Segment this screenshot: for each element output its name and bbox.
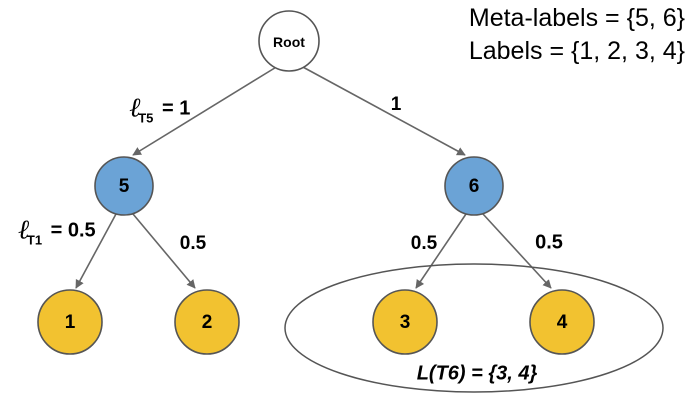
edge-root-to-6 xyxy=(300,65,466,156)
node-root[interactable] xyxy=(258,10,320,72)
legend-block: Meta-labels = {5, 6} Labels = {1, 2, 3, … xyxy=(469,2,685,68)
edge-6-to-3 xyxy=(415,213,467,289)
edge-label-6-to-4: 0.5 xyxy=(535,232,563,255)
node-2[interactable] xyxy=(174,289,240,355)
node-6[interactable] xyxy=(444,156,504,216)
edge-5-to-2 xyxy=(132,213,196,289)
edge-label-root-to-6: 1 xyxy=(391,94,402,116)
edge-value-6-to-4: 0.5 xyxy=(535,231,563,254)
node-1[interactable] xyxy=(37,289,103,355)
edge-value-6-to-3: 0.5 xyxy=(410,233,438,254)
node-3[interactable] xyxy=(372,289,438,355)
edge-value-root-to-5: 1 xyxy=(179,97,191,120)
group-caption-t6: L(T6) = {3, 4} xyxy=(416,362,538,385)
ell-symbol-t5: ℓ xyxy=(129,92,142,124)
node-5[interactable] xyxy=(94,156,154,216)
ell-subscript-t5: T5 xyxy=(138,110,154,126)
ell-symbol-t1: ℓ xyxy=(18,214,30,246)
edge-label-5-to-2: 0.5 xyxy=(180,233,206,255)
ell-eq-t1: = xyxy=(45,219,68,242)
ell-eq-t5: = xyxy=(156,97,180,120)
edge-label-root-to-5: ℓT5 = 1 xyxy=(130,95,191,126)
edge-label-6-to-3: 0.5 xyxy=(411,233,437,255)
edge-label-5-to-1: ℓT1 = 0.5 xyxy=(18,217,96,248)
edge-value-5-to-2: 0.5 xyxy=(179,233,207,254)
edge-5-to-1 xyxy=(75,213,117,289)
edge-6-to-4 xyxy=(482,213,552,289)
ell-subscript-t1: T1 xyxy=(26,232,43,248)
legend-labels: Labels = {1, 2, 3, 4} xyxy=(468,37,685,65)
edge-root-to-5 xyxy=(132,65,279,156)
group-ellipse-t6 xyxy=(284,263,664,393)
edge-value-5-to-1: 0.5 xyxy=(67,219,96,242)
edge-value-root-to-6: 1 xyxy=(390,94,402,115)
node-4[interactable] xyxy=(529,289,595,355)
legend-meta-labels: Meta-labels = {5, 6} xyxy=(468,4,685,32)
